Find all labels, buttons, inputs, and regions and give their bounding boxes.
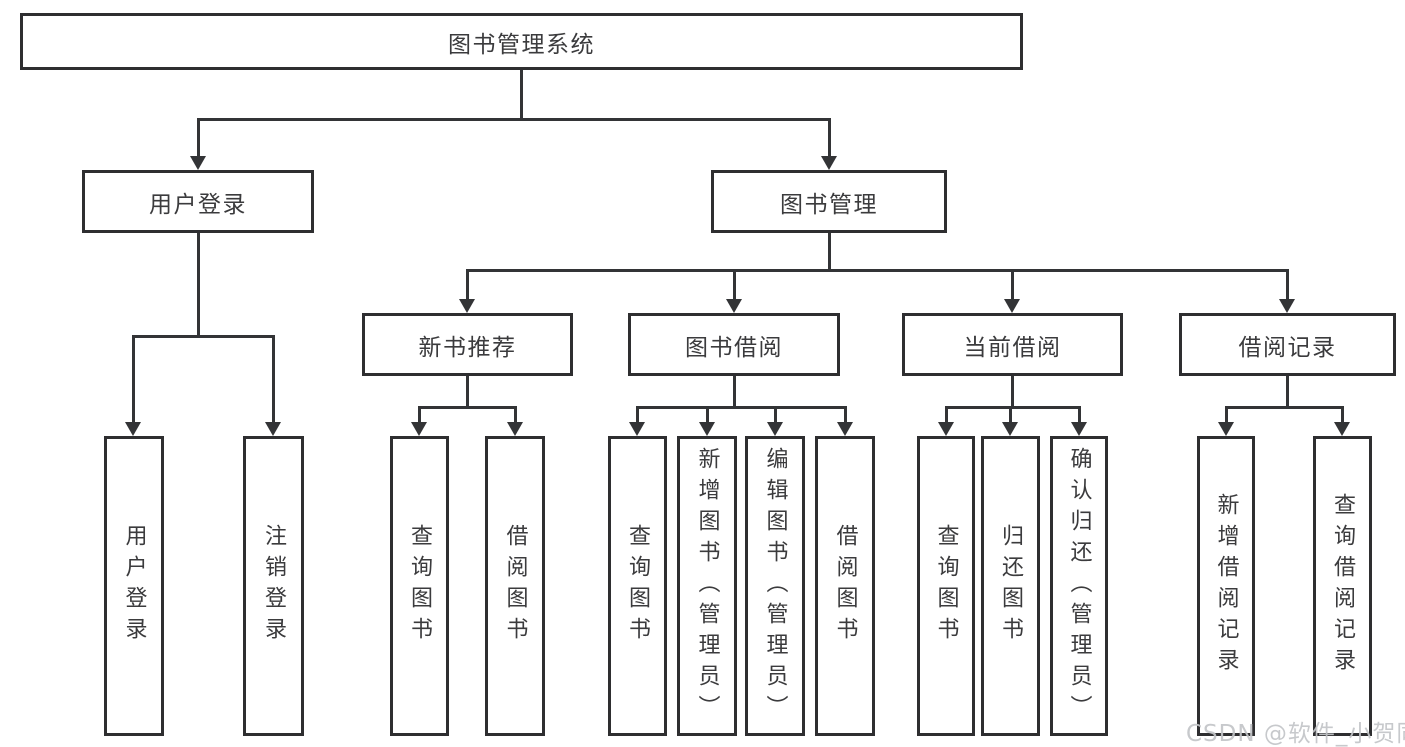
connector-line [844, 406, 847, 424]
node-root-label: 图书管理系统 [448, 31, 595, 58]
node-current-borrow-label: 当前借阅 [963, 334, 1062, 361]
node-edit-book-admin: 编辑图书（管理员） [745, 436, 805, 736]
arrow-down-icon [726, 299, 742, 313]
connector-line [520, 70, 523, 118]
node-add-book-admin: 新增图书（管理员） [677, 436, 737, 736]
node-add-borrow-record-label: 新增借阅记录 [1213, 493, 1239, 679]
connector-line [1341, 406, 1344, 424]
node-query-books-borrow: 查询图书 [608, 436, 667, 736]
arrow-down-icon [265, 422, 281, 436]
node-borrow-books-recommend-label: 借阅图书 [502, 524, 528, 648]
arrow-down-icon [1002, 422, 1018, 436]
node-return-book-label: 归还图书 [998, 524, 1024, 648]
arrow-down-icon [1071, 422, 1087, 436]
node-borrow-records-label: 借阅记录 [1238, 334, 1337, 361]
node-confirm-return-admin: 确认归还（管理员） [1050, 436, 1108, 736]
connector-line [1078, 406, 1081, 424]
connector-line [466, 269, 1289, 272]
arrow-down-icon [190, 156, 206, 170]
connector-line [636, 406, 639, 424]
connector-line [197, 118, 831, 121]
node-query-books-current-label: 查询图书 [933, 524, 959, 648]
connector-line [636, 406, 846, 409]
node-borrow-books-leaf-label: 借阅图书 [832, 524, 858, 648]
connector-line [418, 406, 421, 424]
node-borrow-books-leaf: 借阅图书 [815, 436, 875, 736]
node-query-books-borrow-label: 查询图书 [625, 524, 651, 648]
watermark: CSDN @软件_小贺同学 [1186, 721, 1405, 747]
node-add-borrow-record: 新增借阅记录 [1197, 436, 1255, 736]
arrow-down-icon [767, 422, 783, 436]
node-query-books-recommend-label: 查询图书 [407, 524, 433, 648]
node-user-login-leaf: 用户登录 [104, 436, 164, 736]
node-logout-label: 注销登录 [261, 524, 287, 648]
node-query-borrow-record: 查询借阅记录 [1313, 436, 1372, 736]
connector-line [132, 335, 274, 338]
connector-line [466, 269, 469, 301]
arrow-down-icon [507, 422, 523, 436]
arrow-down-icon [938, 422, 954, 436]
connector-line [514, 406, 517, 424]
node-confirm-return-admin-label: 确认归还（管理员） [1066, 446, 1092, 726]
node-logout: 注销登录 [243, 436, 304, 736]
node-query-books-recommend: 查询图书 [390, 436, 449, 736]
node-return-book: 归还图书 [981, 436, 1040, 736]
arrow-down-icon [411, 422, 427, 436]
node-user-login: 用户登录 [82, 170, 314, 233]
connector-line [1011, 269, 1014, 301]
connector-line [272, 335, 275, 424]
node-current-borrow: 当前借阅 [902, 313, 1123, 376]
arrow-down-icon [821, 156, 837, 170]
connector-line [466, 376, 469, 406]
node-edit-book-admin-label: 编辑图书（管理员） [762, 446, 788, 726]
connector-line [828, 233, 831, 272]
connector-line [197, 233, 200, 335]
arrow-down-icon [1218, 422, 1234, 436]
arrow-down-icon [1004, 299, 1020, 313]
node-borrow-books-recommend: 借阅图书 [485, 436, 545, 736]
arrow-down-icon [837, 422, 853, 436]
node-book-borrow-label: 图书借阅 [685, 334, 783, 361]
arrow-down-icon [1279, 299, 1295, 313]
connector-line [1286, 376, 1289, 406]
node-book-borrow: 图书借阅 [628, 313, 840, 376]
connector-line [1225, 406, 1228, 424]
connector-line [197, 118, 200, 158]
node-query-books-current: 查询图书 [917, 436, 975, 736]
arrow-down-icon [1334, 422, 1350, 436]
arrow-down-icon [629, 422, 645, 436]
node-add-book-admin-label: 新增图书（管理员） [694, 446, 720, 726]
connector-line [1225, 406, 1343, 409]
connector-line [1011, 376, 1014, 406]
arrow-down-icon [459, 299, 475, 313]
node-query-borrow-record-label: 查询借阅记录 [1330, 493, 1356, 679]
node-book-management-label: 图书管理 [780, 191, 878, 218]
connector-line [132, 335, 135, 424]
node-new-book-recommend: 新书推荐 [362, 313, 573, 376]
arrow-down-icon [699, 422, 715, 436]
node-book-management: 图书管理 [711, 170, 947, 233]
connector-line [1286, 269, 1289, 301]
node-root: 图书管理系统 [20, 13, 1023, 70]
connector-line [706, 406, 709, 424]
connector-line [733, 269, 736, 301]
connector-line [774, 406, 777, 424]
node-new-book-recommend-label: 新书推荐 [418, 334, 517, 361]
connector-line [945, 406, 948, 424]
connector-line [945, 406, 1081, 409]
arrow-down-icon [125, 422, 141, 436]
connector-line [733, 376, 736, 406]
connector-line [418, 406, 516, 409]
node-user-login-label: 用户登录 [149, 191, 247, 218]
node-borrow-records: 借阅记录 [1179, 313, 1396, 376]
connector-line [828, 118, 831, 158]
connector-line [1009, 406, 1012, 424]
node-user-login-leaf-label: 用户登录 [121, 524, 147, 648]
